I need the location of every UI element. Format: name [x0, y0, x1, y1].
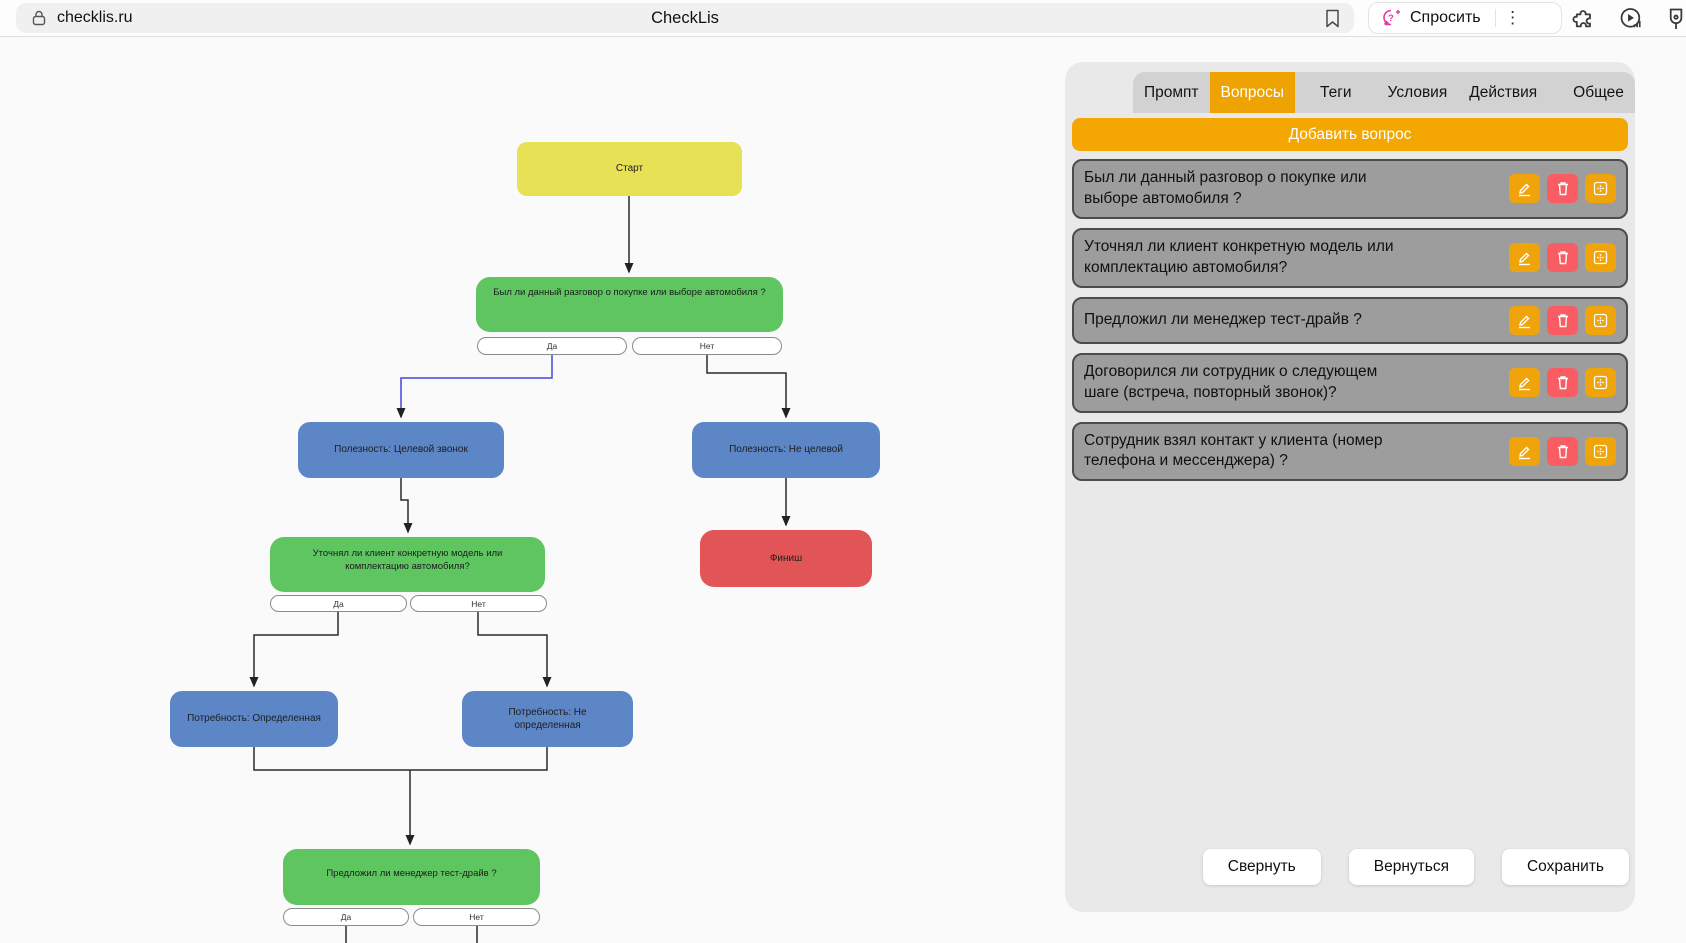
question-card: Был ли данный разговор о покупке или выб… [1072, 159, 1628, 219]
tab-general[interactable]: Общее [1573, 83, 1624, 101]
question-card: Договорился ли сотрудник о следующем шаг… [1072, 352, 1628, 413]
node-need-undefined[interactable]: Потребность: Не определенная [462, 691, 633, 747]
question-text: Предложил ли менеджер тест-драйв ? [1084, 310, 1362, 328]
edit-pencil-icon[interactable] [1509, 243, 1540, 273]
ask-button[interactable]: Спросить [1410, 9, 1481, 26]
question-text: Уточнял ли клиент конкретную модель или … [1084, 237, 1394, 276]
node-start[interactable]: Старт [517, 142, 742, 196]
question-text: Сотрудник взял контакт у клиента (номер … [1084, 431, 1383, 470]
replay-stats-icon[interactable] [1618, 6, 1644, 37]
save-button[interactable]: Сохранить [1501, 849, 1629, 885]
card-actions [1509, 436, 1616, 466]
lock-icon[interactable] [31, 9, 47, 27]
settings-panel: Промпт Вопросы Теги Условия Действия Общ… [1065, 62, 1635, 912]
delete-trash-icon[interactable] [1547, 368, 1578, 398]
pill-yes-2[interactable]: Да [270, 595, 407, 612]
tab-conditions[interactable]: Условия [1387, 83, 1448, 101]
ask-button-group: ? Спросить ⋮ [1368, 2, 1562, 34]
tab-tags[interactable]: Теги [1320, 83, 1352, 101]
svg-text:?: ? [1388, 13, 1394, 24]
question-card: Предложил ли менеджер тест-драйв ? [1072, 296, 1628, 344]
card-actions [1509, 305, 1616, 335]
flowchart-edges [249, 196, 791, 943]
pill-yes-3[interactable]: Да [283, 908, 409, 926]
pill-yes-1[interactable]: Да [477, 337, 627, 355]
edge-q2-yes [249, 612, 339, 688]
delete-trash-icon[interactable] [1547, 436, 1578, 466]
flowchart-canvas[interactable]: Старт Был ли данный разговор о покупке и… [0, 37, 1065, 943]
page-title: CheckLis [651, 8, 719, 27]
grid-icon[interactable] [1585, 174, 1616, 204]
edit-pencil-icon[interactable] [1509, 305, 1540, 335]
node-question-3[interactable]: Предложил ли менеджер тест-драйв ? [283, 849, 540, 905]
extensions-puzzle-icon[interactable] [1572, 6, 1596, 35]
edit-pencil-icon[interactable] [1509, 368, 1540, 398]
node-need-defined[interactable]: Потребность: Определенная [170, 691, 338, 747]
pill-no-2[interactable]: Нет [410, 595, 547, 612]
panel-tabbar: Промпт Вопросы Теги Условия Действия Общ… [1133, 72, 1635, 113]
browser-toolbar: checklis.ru CheckLis ? Спросить ⋮ [0, 0, 1686, 37]
question-text: Договорился ли сотрудник о следующем шаг… [1084, 362, 1378, 401]
question-card: Уточнял ли клиент конкретную модель или … [1072, 227, 1628, 288]
url-text: checklis.ru [57, 9, 133, 26]
back-button[interactable]: Вернуться [1348, 849, 1474, 885]
grid-icon[interactable] [1585, 243, 1616, 273]
edit-pencil-icon[interactable] [1509, 436, 1540, 466]
grid-icon[interactable] [1585, 436, 1616, 466]
node-question-2[interactable]: Уточнял ли клиент конкретную модель или … [270, 537, 545, 592]
grid-icon[interactable] [1585, 305, 1616, 335]
edge-q1-no [706, 355, 791, 419]
edit-pencil-icon[interactable] [1509, 174, 1540, 204]
address-bar[interactable]: checklis.ru CheckLis [16, 3, 1354, 33]
panel-footer: Свернуть Вернуться Сохранить [1202, 849, 1629, 885]
delete-trash-icon[interactable] [1547, 174, 1578, 204]
edge-q2-no [477, 612, 552, 688]
delete-trash-icon[interactable] [1547, 305, 1578, 335]
pill-no-1[interactable]: Нет [632, 337, 782, 355]
add-question-button[interactable]: Добавить вопрос [1072, 118, 1628, 151]
key-icon[interactable] [1666, 6, 1686, 37]
delete-trash-icon[interactable] [1547, 243, 1578, 273]
question-card: Сотрудник взял контакт у клиента (номер … [1072, 421, 1628, 482]
tab-actions[interactable]: Действия [1469, 83, 1538, 101]
question-text: Был ли данный разговор о покупке или выб… [1084, 169, 1367, 207]
edge-q1-yes [396, 355, 553, 419]
node-useful-target[interactable]: Полезность: Целевой звонок [298, 422, 504, 478]
card-actions [1509, 243, 1616, 273]
bookmark-icon[interactable] [1325, 9, 1340, 33]
node-useful-nontarget[interactable]: Полезность: Не целевой [692, 422, 880, 478]
divider [1494, 9, 1496, 27]
node-finish[interactable]: Финиш [700, 530, 872, 587]
card-actions [1509, 174, 1616, 204]
question-list: Был ли данный разговор о покупке или выб… [1072, 159, 1628, 482]
grid-icon[interactable] [1585, 368, 1616, 398]
kebab-menu-icon[interactable]: ⋮ [1504, 8, 1522, 27]
node-question-1[interactable]: Был ли данный разговор о покупке или выб… [476, 277, 783, 332]
edge-useful-q2 [400, 478, 413, 534]
collapse-button[interactable]: Свернуть [1202, 849, 1321, 885]
ask-chat-icon: ? [1381, 8, 1402, 29]
card-actions [1509, 368, 1616, 398]
tab-questions[interactable]: Вопросы [1209, 72, 1296, 113]
edge-merge [253, 747, 548, 771]
tab-prompt[interactable]: Промпт [1144, 83, 1199, 101]
pill-no-3[interactable]: Нет [413, 908, 540, 926]
